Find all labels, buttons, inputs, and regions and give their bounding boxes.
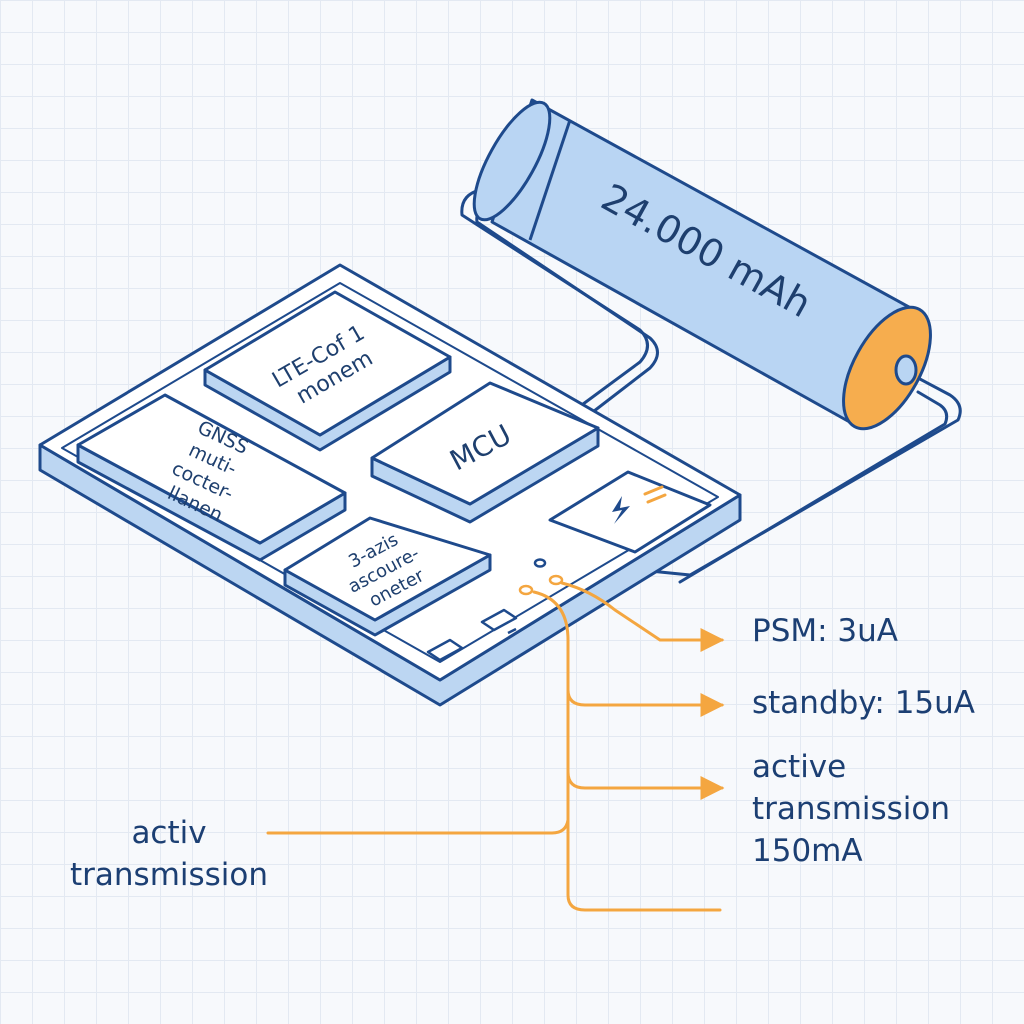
connector-slot-2 — [480, 608, 518, 632]
battery-cap — [842, 305, 932, 431]
board-connectors — [426, 608, 518, 662]
callout-lines — [266, 581, 725, 912]
status-leds — [518, 558, 564, 596]
active-transmission-label: active transmission 150mA — [752, 749, 951, 869]
active-callout-line — [566, 770, 725, 800]
battery-terminal — [894, 354, 918, 386]
led-2 — [548, 574, 564, 586]
trunk-callout-line — [532, 590, 722, 912]
left-callout-line — [266, 818, 570, 835]
battery-rear-band — [528, 119, 572, 241]
mcu-module: MCU — [370, 381, 600, 524]
gnss-module: GNSS muti- cocter- llanen — [76, 393, 347, 562]
psm-current-label: PSM: 3uA — [752, 613, 898, 649]
lte-modem-module: LTE-Cof 1 monem — [203, 290, 452, 452]
standby-current-label: standby: 15uA — [752, 685, 975, 721]
psm-callout-line — [560, 581, 725, 652]
charge-mark-icon — [643, 485, 664, 496]
connector-slot-1 — [426, 638, 464, 662]
lightning-icon — [612, 496, 630, 524]
led-1 — [533, 558, 547, 568]
battery: 24.000 mAh — [472, 98, 932, 431]
left-transmission-label: activ transmission — [70, 815, 269, 893]
battery-rear-end — [472, 100, 552, 222]
standby-callout-line — [566, 688, 725, 717]
led-3 — [518, 584, 534, 596]
power-chip — [548, 470, 712, 554]
accelerometer-module: 3-azis ascoure- oneter — [283, 516, 492, 637]
